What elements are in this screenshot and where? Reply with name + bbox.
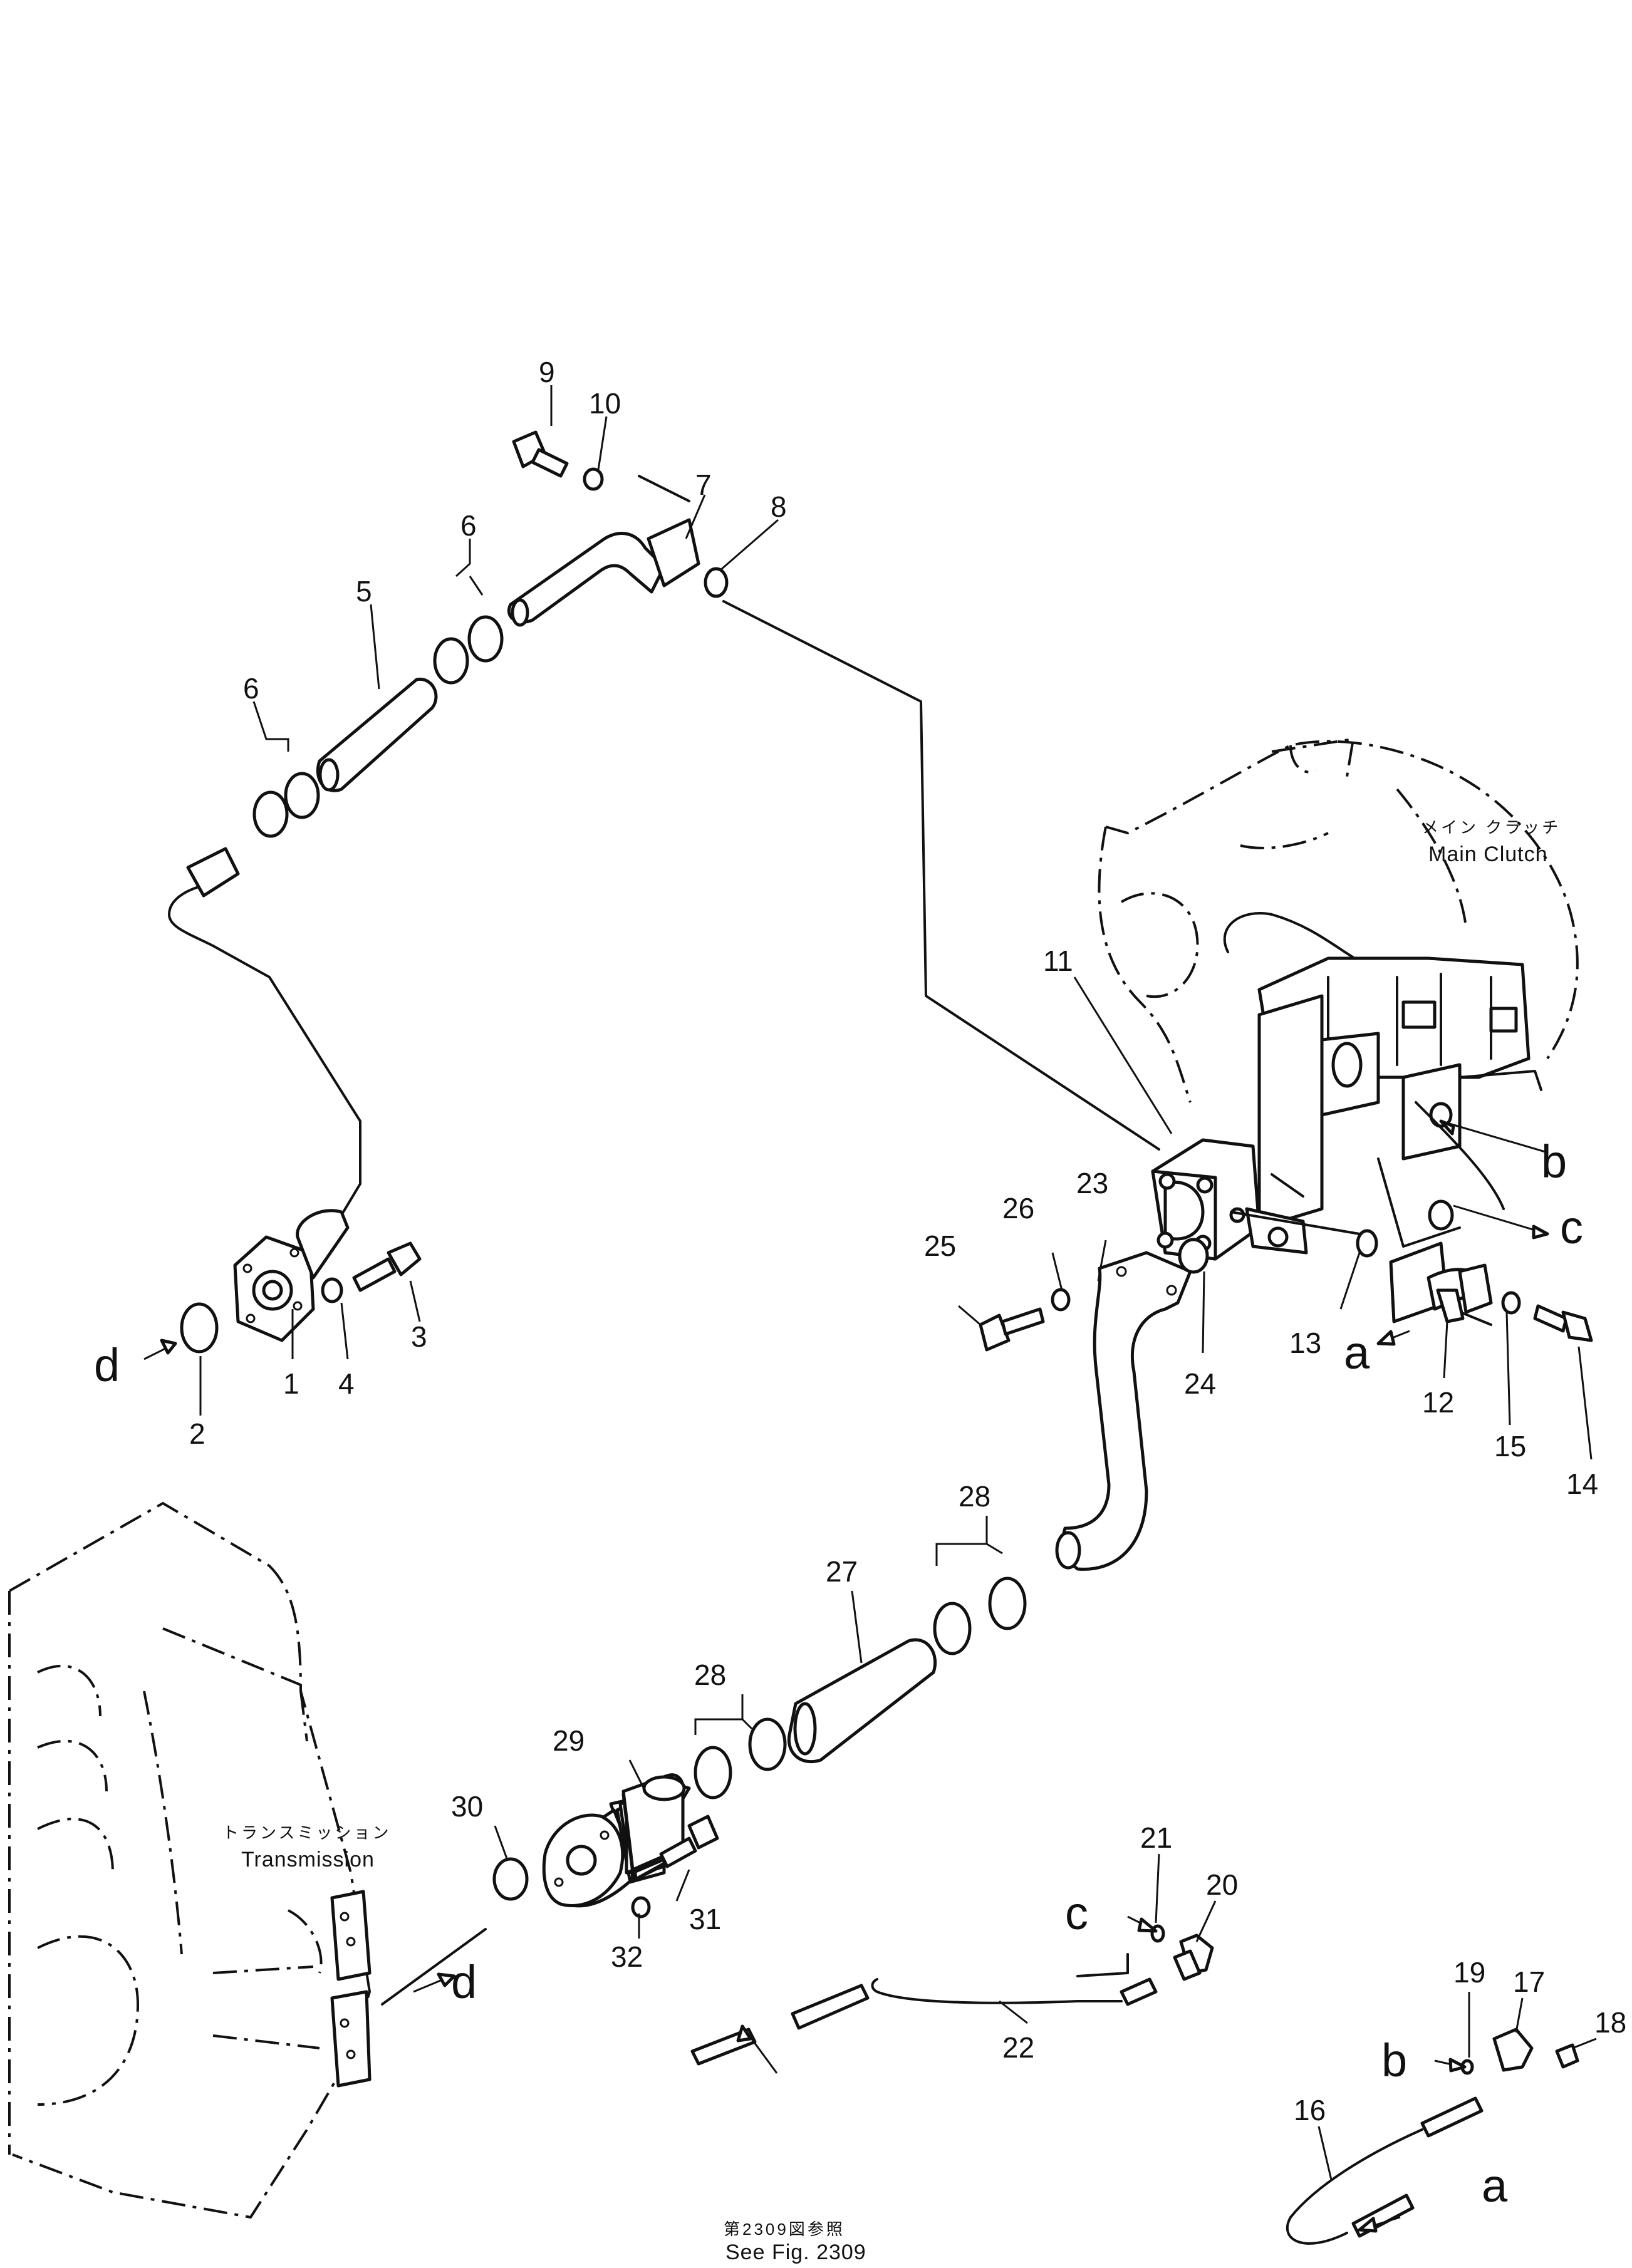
callout-26: 26 xyxy=(1002,1192,1034,1225)
callout-6b: 6 xyxy=(460,509,477,542)
callout-10: 10 xyxy=(589,387,621,420)
captions: メイン クラッチ Main Clutch トランスミッション Transmiss… xyxy=(222,818,1561,2264)
callout-2: 2 xyxy=(189,1417,205,1450)
ref-d-upper: d xyxy=(94,1339,120,1391)
o-ring-2 xyxy=(180,1302,219,1354)
callout-16: 16 xyxy=(1294,2094,1326,2126)
ref-c-upper: c xyxy=(1560,1201,1583,1253)
callout-labels: 1 2 3 4 5 6 6 7 8 9 10 11 12 13 14 15 16… xyxy=(189,356,1626,2126)
line-22-group xyxy=(690,1924,1214,2066)
suction-line xyxy=(180,430,729,1354)
delivery-line xyxy=(492,1229,1378,1918)
callout-15: 15 xyxy=(1494,1430,1526,1463)
ref-c-lower: c xyxy=(1065,1887,1088,1939)
reference-letters: d d b b c c a a xyxy=(94,1136,1583,2212)
callout-17: 17 xyxy=(1513,1965,1545,1998)
callout-8: 8 xyxy=(771,490,787,523)
callout-21: 21 xyxy=(1140,1821,1172,1854)
ref-b-lower: b xyxy=(1381,2034,1407,2086)
callout-18: 18 xyxy=(1594,2006,1626,2039)
reference-arrows xyxy=(143,1119,1549,2233)
callout-4: 4 xyxy=(338,1367,355,1400)
callout-28b: 28 xyxy=(694,1659,726,1691)
callout-28a: 28 xyxy=(959,1480,990,1513)
callout-27: 27 xyxy=(826,1555,858,1588)
callout-13: 13 xyxy=(1289,1327,1321,1359)
pump-11 xyxy=(1151,1138,1308,1261)
callout-14: 14 xyxy=(1566,1468,1598,1500)
transmission-case xyxy=(8,1501,372,2219)
callout-32: 32 xyxy=(611,1940,643,1973)
callout-9: 9 xyxy=(539,356,555,388)
ref-a-upper: a xyxy=(1344,1327,1370,1379)
callout-3: 3 xyxy=(411,1320,427,1353)
callout-24: 24 xyxy=(1184,1367,1216,1400)
see-fig-label-jp: 第2309図参照 xyxy=(724,2220,845,2239)
main-clutch-housing xyxy=(1098,737,1579,1248)
fitting-group-12 xyxy=(1389,1241,1593,1342)
callout-19: 19 xyxy=(1453,1956,1485,1989)
main-clutch-label-jp: メイン クラッチ xyxy=(1422,818,1561,837)
callout-6a: 6 xyxy=(243,672,259,705)
callout-7: 7 xyxy=(695,469,712,501)
callout-30: 30 xyxy=(451,1790,483,1823)
ref-b-upper: b xyxy=(1541,1136,1567,1188)
ref-a-lower: a xyxy=(1482,2160,1508,2212)
transmission-label-jp: トランスミッション xyxy=(222,1823,391,1842)
main-clutch-label: Main Clutch xyxy=(1428,842,1548,866)
callout-29: 29 xyxy=(553,1724,585,1757)
callout-20: 20 xyxy=(1206,1868,1238,1901)
transmission-label: Transmission xyxy=(241,1848,375,1872)
ref-d-lower: d xyxy=(451,1956,477,2008)
line-16-group xyxy=(1286,2027,1579,2245)
callout-22: 22 xyxy=(1002,2031,1034,2064)
callout-31: 31 xyxy=(689,1903,721,1935)
callout-5: 5 xyxy=(356,575,372,608)
callout-25: 25 xyxy=(924,1230,956,1262)
callout-1: 1 xyxy=(283,1367,299,1400)
callout-11: 11 xyxy=(1043,945,1073,977)
callout-23: 23 xyxy=(1076,1167,1108,1199)
callout-leaders xyxy=(199,385,1597,2180)
see-fig-label: See Fig. 2309 xyxy=(725,2240,866,2264)
callout-12: 12 xyxy=(1422,1386,1454,1419)
